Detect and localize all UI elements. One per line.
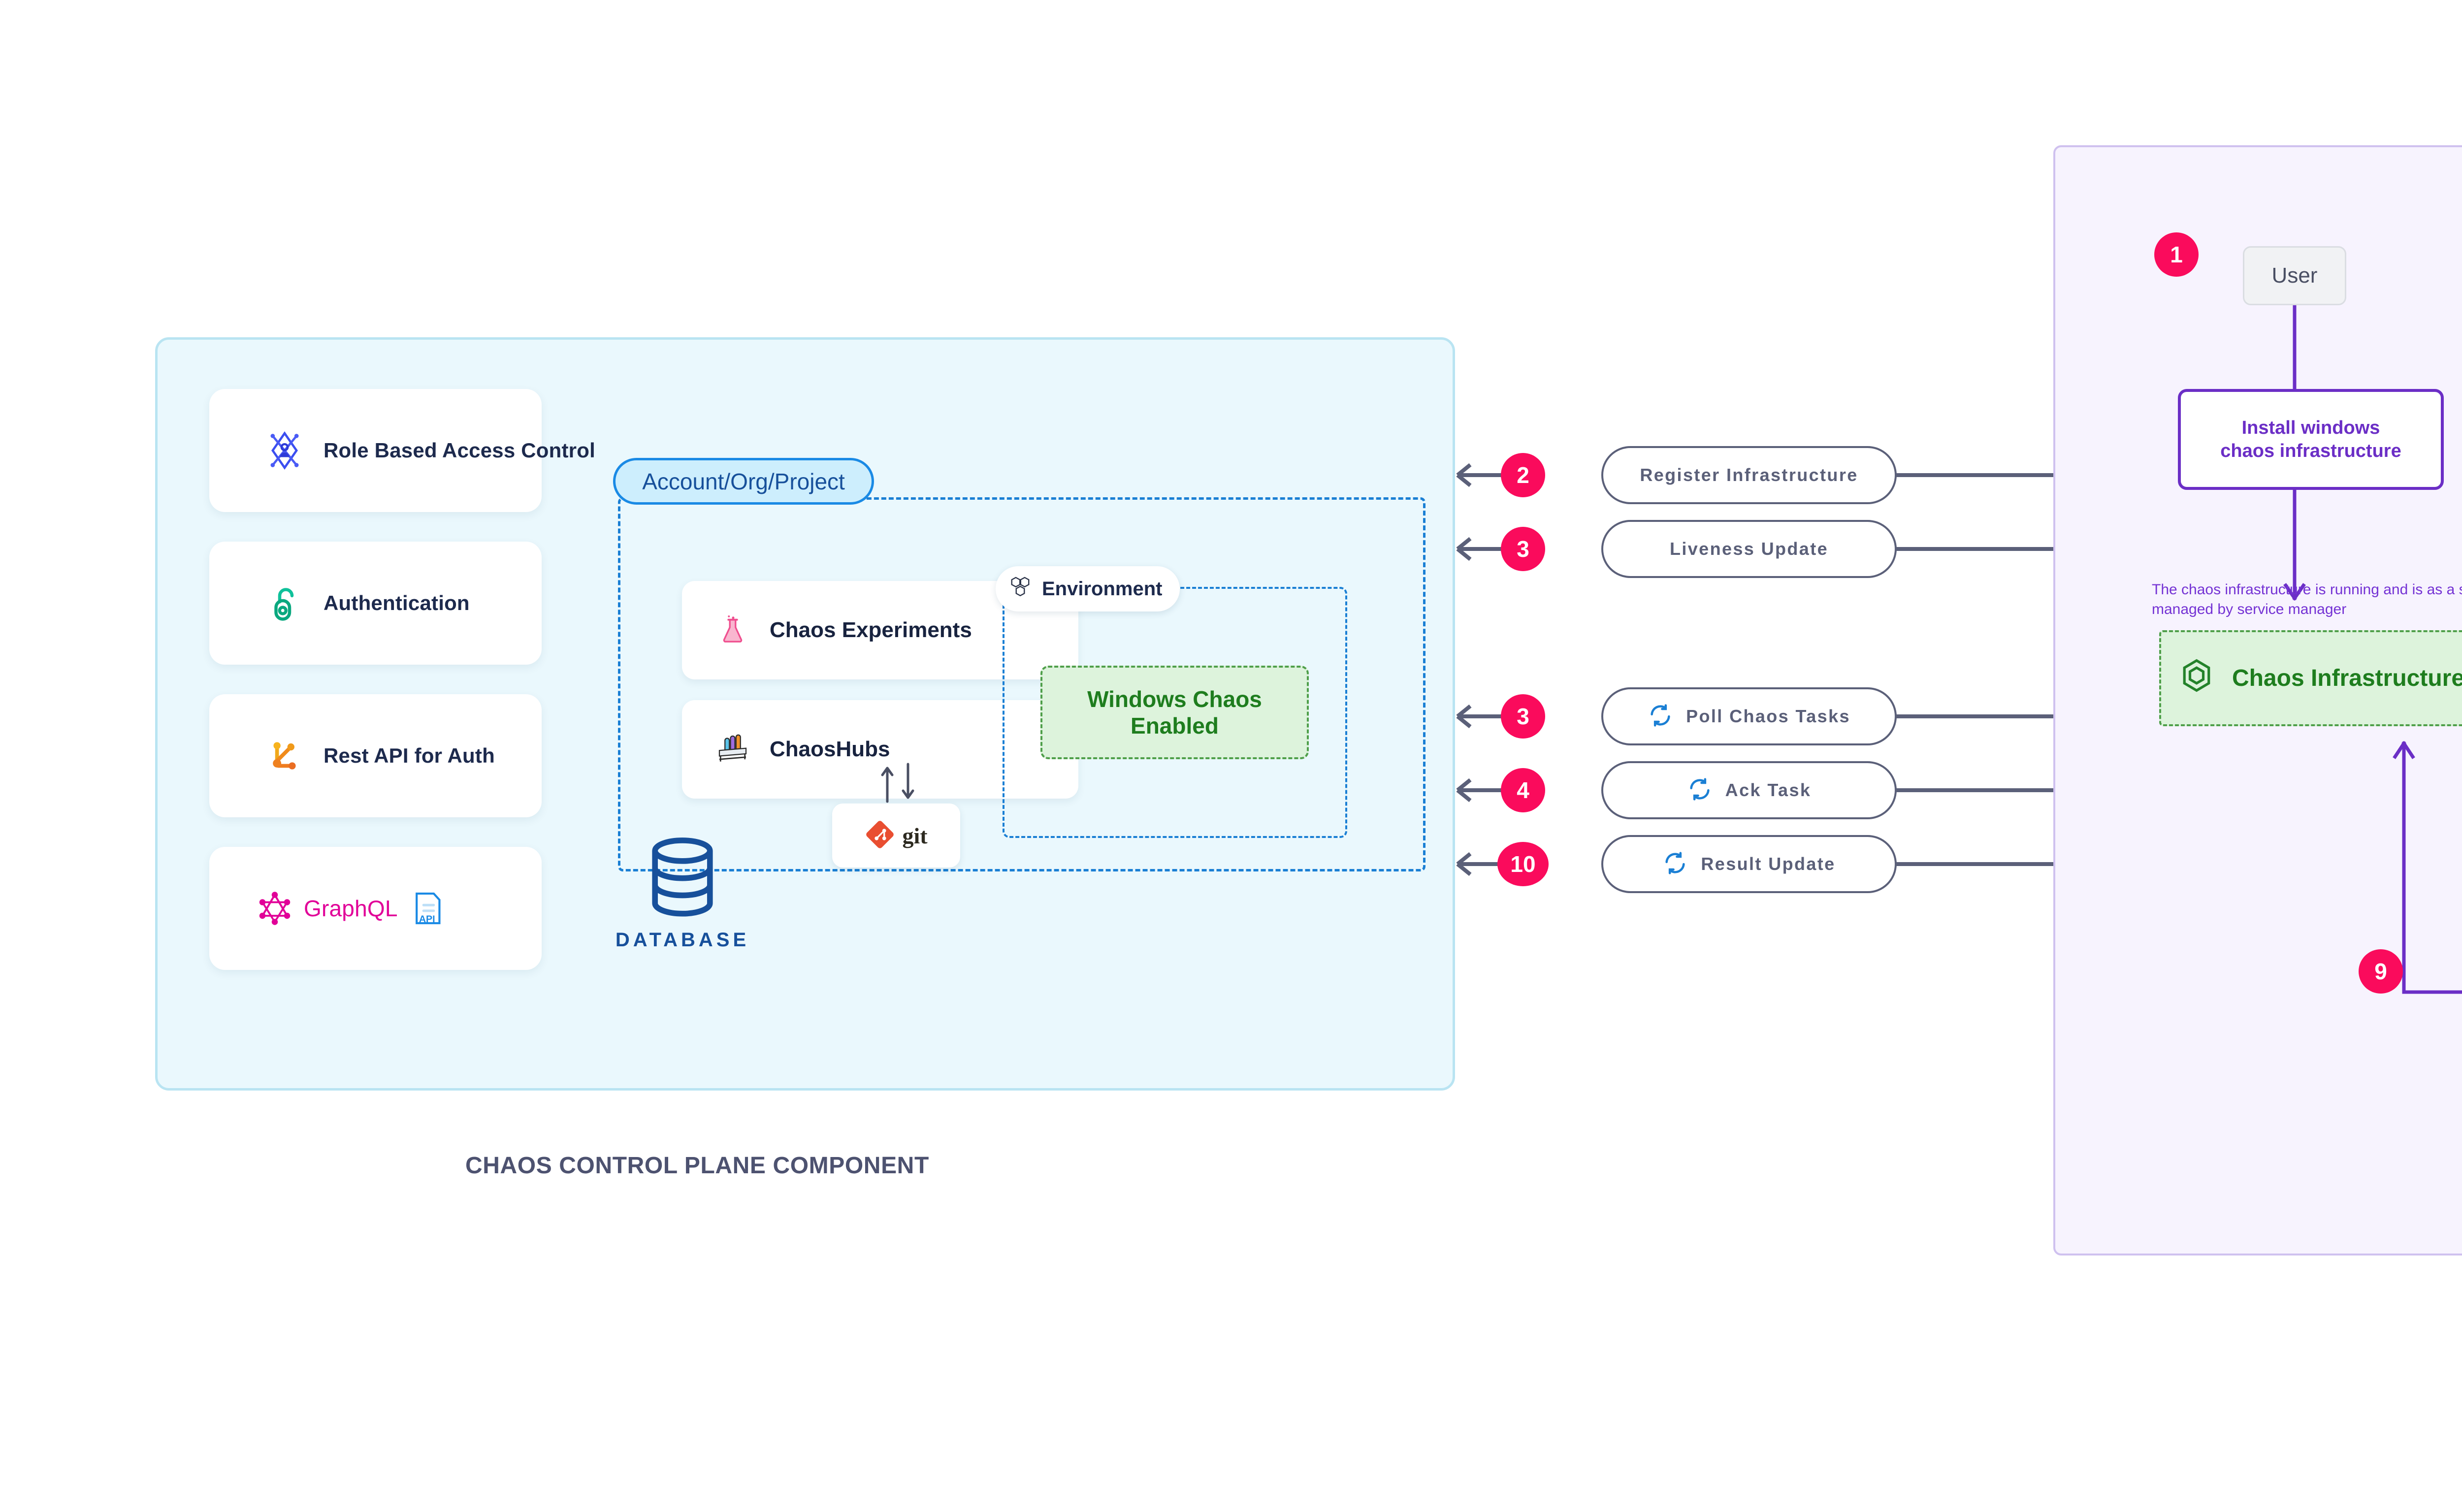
account-org-project-region — [618, 497, 1425, 871]
user-box[interactable]: User — [2243, 246, 2346, 305]
graphql-icon — [254, 887, 296, 930]
connector-label: Register Infrastructure — [1640, 465, 1858, 485]
svg-text:API: API — [419, 914, 435, 925]
git-card[interactable]: git — [832, 804, 960, 868]
connector-label: Result Update — [1701, 854, 1836, 874]
flask-icon — [712, 609, 754, 651]
environment-pill[interactable]: Environment — [996, 566, 1180, 611]
sync-icon — [1687, 776, 1713, 804]
connector-label: Liveness Update — [1669, 539, 1829, 559]
hexagon-icon — [2179, 658, 2214, 699]
hexagon-cluster-icon — [1008, 575, 1032, 603]
sync-icon — [1662, 850, 1688, 878]
feature-card-rbac[interactable]: Role Based Access Control — [209, 389, 595, 512]
step-badge-10: 10 — [1497, 842, 1549, 886]
account-org-project-pill[interactable]: Account/Org/Project — [613, 458, 874, 505]
feature-card-label: Authentication — [324, 591, 470, 614]
connector-pill-result-update[interactable]: Result Update — [1601, 835, 1897, 893]
database-cylinder-icon — [646, 837, 719, 924]
rbac-icon — [263, 429, 306, 472]
step-badge-4: 4 — [1501, 768, 1545, 812]
step-badge-1: 1 — [2154, 232, 2199, 277]
step-badge-3-poll: 3 — [1501, 694, 1545, 739]
user-label: User — [2271, 263, 2318, 288]
install-windows-chaos-infrastructure-box[interactable]: Install windows chaos infrastructure — [2178, 389, 2444, 490]
test-tube-rack-icon — [712, 728, 754, 771]
connector-pill-liveness-update[interactable]: Liveness Update — [1601, 520, 1897, 578]
connector-pill-register-infrastructure[interactable]: Register Infrastructure — [1601, 446, 1897, 504]
rest-api-icon — [263, 735, 306, 777]
environment-label: Environment — [1042, 578, 1163, 600]
install-label: Install windows chaos infrastructure — [2220, 418, 2401, 461]
git-label: git — [902, 823, 928, 848]
database-group: DATABASE — [589, 837, 776, 951]
chaos-infrastructure-label: Chaos Infrastructure — [2232, 665, 2462, 691]
connector-pill-poll-chaos-tasks[interactable]: Poll Chaos Tasks — [1601, 687, 1897, 745]
sync-icon — [1648, 703, 1673, 731]
git-icon — [865, 819, 895, 852]
connector-pill-ack-task[interactable]: Ack Task — [1601, 761, 1897, 819]
chaos-infrastructure-annotation: The chaos infrastructure is running and … — [2152, 581, 2462, 618]
chaos-experiments-label: Chaos Experiments — [770, 618, 972, 642]
control-plane-title: CHAOS CONTROL PLANE COMPONENT — [465, 1153, 929, 1179]
feature-card-label: GraphQL — [304, 896, 398, 921]
up-down-arrows-icon — [868, 762, 937, 804]
account-org-project-label: Account/Org/Project — [642, 468, 845, 494]
feature-card-rest-api[interactable]: Rest API for Auth — [209, 694, 542, 817]
api-document-icon: API — [406, 887, 448, 930]
chaoshubs-card[interactable]: ChaosHubs — [682, 700, 1078, 799]
connector-label: Ack Task — [1725, 780, 1812, 800]
feature-card-label: Role Based Access Control — [324, 439, 595, 462]
feature-card-label: Rest API for Auth — [324, 744, 495, 767]
connector-label: Poll Chaos Tasks — [1686, 706, 1850, 726]
step-badge-3-liveness: 3 — [1501, 527, 1545, 571]
feature-card-graphql[interactable]: GraphQL API — [209, 847, 542, 970]
feature-card-authentication[interactable]: Authentication — [209, 542, 542, 665]
database-label: DATABASE — [615, 929, 750, 951]
chaos-infrastructure-box[interactable]: Chaos Infrastructure — [2159, 630, 2462, 726]
step-badge-9: 9 — [2359, 949, 2403, 994]
windows-chaos-status-badge: Windows Chaos Enabled — [1040, 666, 1309, 759]
step-badge-2: 2 — [1501, 453, 1545, 497]
chaoshubs-label: ChaosHubs — [770, 737, 890, 761]
windows-chaos-label: Windows Chaos Enabled — [1087, 686, 1262, 739]
authentication-icon — [263, 582, 306, 624]
